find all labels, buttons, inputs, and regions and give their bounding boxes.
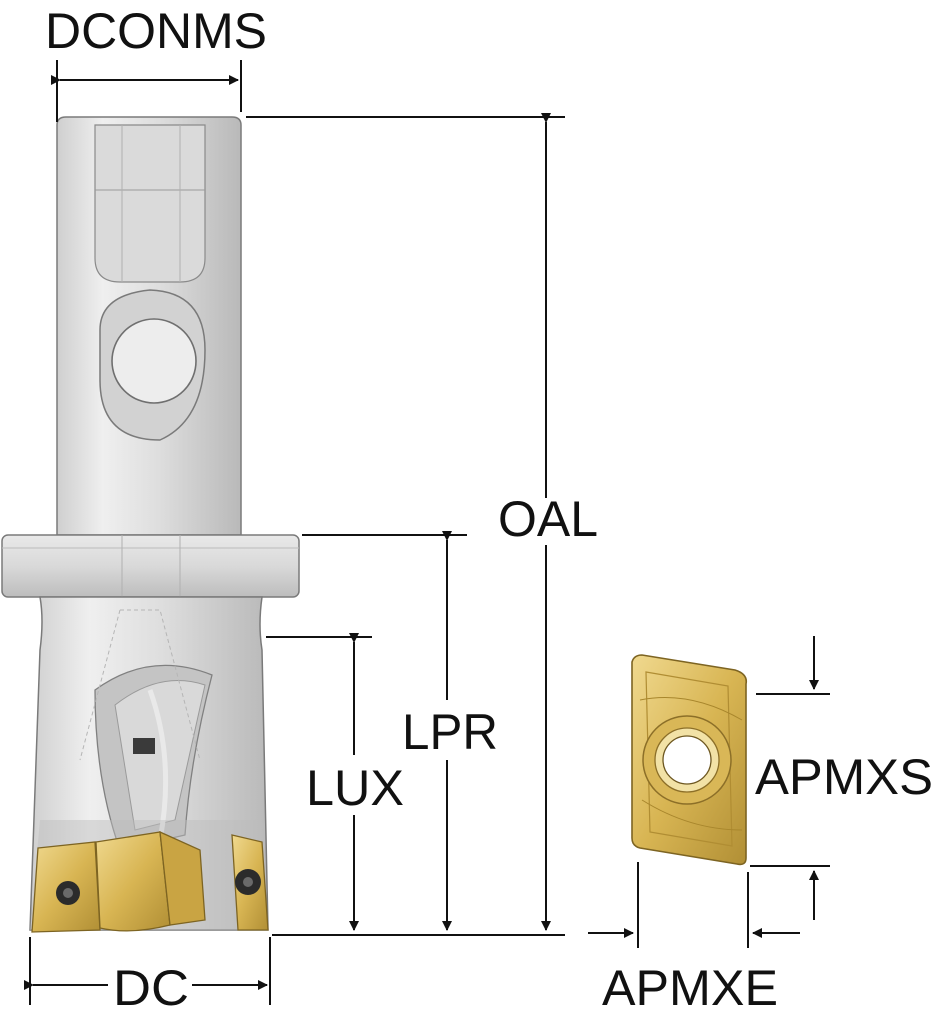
label-apmxe: APMXE bbox=[602, 960, 778, 1016]
cutter-insert-left bbox=[31, 841, 101, 933]
shank-clamp-hole bbox=[99, 289, 206, 441]
label-lux: LUX bbox=[306, 760, 404, 816]
label-dconms: DCONMS bbox=[45, 3, 267, 59]
label-dc: DC bbox=[113, 960, 189, 1016]
insert-detail bbox=[631, 654, 748, 866]
label-apmxs: APMXS bbox=[755, 749, 933, 805]
flange bbox=[1, 534, 300, 598]
cutter-insert-right bbox=[231, 834, 269, 931]
cutter-insert-center bbox=[95, 830, 206, 932]
label-oal: OAL bbox=[498, 491, 598, 547]
dimension-lines bbox=[24, 60, 830, 1005]
label-lpr: LPR bbox=[402, 704, 498, 760]
